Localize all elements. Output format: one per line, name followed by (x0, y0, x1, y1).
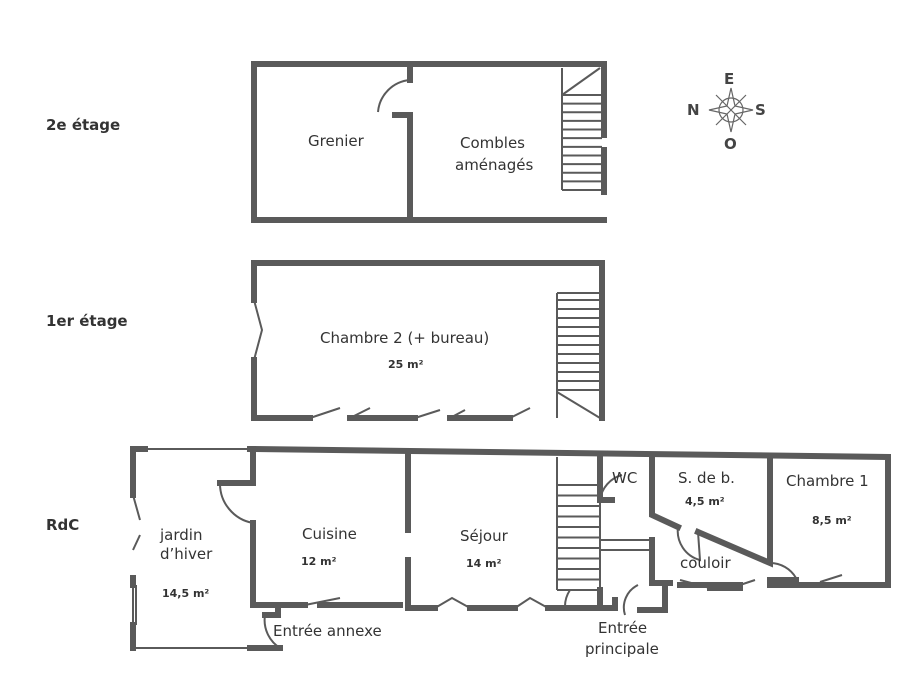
first-floor: Chambre 2 (+ bureau) 25 m² (251, 260, 605, 421)
compass-east: E (724, 70, 734, 88)
room-jardin-area: 14,5 m² (162, 587, 209, 600)
room-chambre-1: Chambre 1 (786, 472, 869, 490)
floor-label-2e: 2e étage (46, 116, 120, 134)
room-sdb: S. de b. (678, 469, 735, 487)
second-floor: Grenier Combles aménagés (251, 61, 607, 223)
compass-west: O (724, 135, 737, 153)
compass-north: N (687, 101, 700, 119)
room-sejour-area: 14 m² (466, 557, 502, 570)
room-chambre-2-area: 25 m² (388, 358, 424, 371)
room-chambre-2: Chambre 2 (+ bureau) (320, 329, 489, 347)
room-combles-line2: aménagés (455, 156, 533, 174)
room-wc: WC (612, 469, 637, 487)
room-sdb-area: 4,5 m² (685, 495, 725, 508)
room-jardin-line2: d’hiver (160, 545, 213, 563)
room-grenier: Grenier (308, 132, 365, 150)
room-jardin-line1: jardin (159, 526, 202, 544)
room-sejour: Séjour (460, 527, 509, 545)
ground-floor: jardin d’hiver 14,5 m² Cuisine 12 m² Séj… (130, 445, 891, 658)
floor-label-1er: 1er étage (46, 312, 128, 330)
label-entree-principale-line1: Entrée (598, 619, 647, 637)
floor-label-rdc: RdC (46, 516, 79, 534)
room-chambre-1-area: 8,5 m² (812, 514, 852, 527)
label-entree-principale-line2: principale (585, 640, 659, 658)
room-cuisine-area: 12 m² (301, 555, 337, 568)
room-combles-line1: Combles (460, 134, 525, 152)
label-entree-annexe: Entrée annexe (273, 622, 382, 640)
compass-south: S (755, 101, 766, 119)
room-cuisine: Cuisine (302, 525, 357, 543)
room-couloir: couloir (680, 554, 731, 572)
compass-rose-icon: E N S O (687, 70, 766, 153)
